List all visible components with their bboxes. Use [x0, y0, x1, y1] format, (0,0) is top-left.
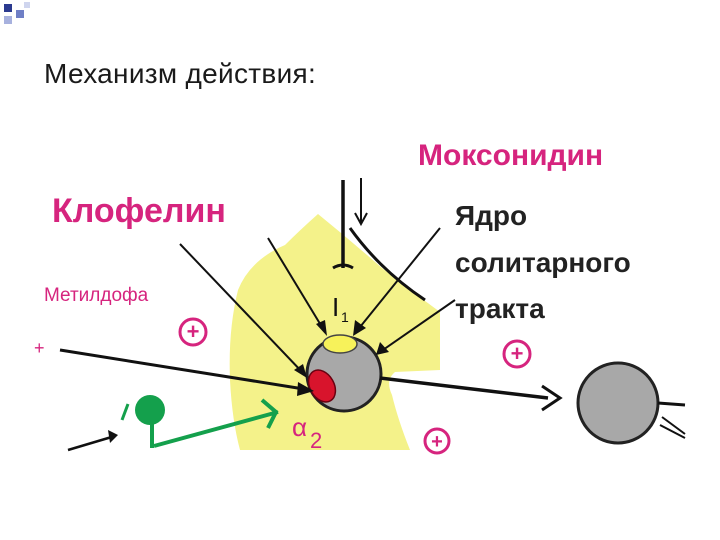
deco-square-4: [24, 2, 30, 8]
yellow-region: [229, 214, 440, 450]
region-boundary: [348, 227, 426, 302]
plus-sign-3-text: +: [431, 431, 443, 453]
right-arrow: [661, 416, 686, 435]
plus-sign-3: +: [423, 427, 451, 455]
deco-square-2: [16, 10, 24, 18]
label-i1: I: [332, 292, 339, 322]
corner-decoration: [4, 2, 30, 24]
slide-title: Механизм действия:: [44, 58, 317, 89]
nucleus-arrow-1-head: [353, 320, 366, 336]
deco-square-3: [4, 16, 12, 24]
green-terminal: [260, 398, 279, 429]
label-nucleus-line1: Ядро: [455, 200, 527, 231]
plus-sign-1-text: +: [187, 319, 200, 344]
i1-receptor: [322, 334, 358, 354]
label-nucleus-line2: солитарного: [455, 247, 631, 278]
methyldopa-arrow-head: [297, 382, 314, 396]
target-neuron: [576, 361, 660, 445]
deco-square-1: [4, 4, 12, 12]
plus-sign-2: +: [502, 339, 532, 369]
label-alpha2-sub: 2: [310, 428, 322, 453]
efferent-terminal: [541, 384, 563, 412]
lower-left-arrow-head: [108, 430, 118, 443]
nucleus-arrow-1: [355, 227, 441, 333]
plus-sign-2-text: +: [511, 341, 524, 366]
label-nucleus-line3: тракта: [455, 293, 545, 324]
efferent-axon: [379, 376, 549, 400]
green-neuron: [135, 395, 165, 425]
label-methyldopa: Метилдофа: [44, 285, 149, 306]
label-i1-sub: 1: [341, 309, 349, 325]
nucleus-arrow-2: [379, 299, 456, 353]
methyldopa-arrow: [59, 348, 311, 392]
label-edge-plus: +: [34, 338, 45, 358]
clonidine-arrow-2: [179, 243, 305, 375]
target-input-line: [659, 424, 686, 439]
clonidine-arrow-2-head: [294, 364, 307, 378]
label-clonidine: Клофелин: [52, 192, 226, 230]
nucleus-arrow-2-head: [376, 342, 389, 355]
clonidine-arrow-1-head: [316, 320, 327, 336]
green-axon: [153, 410, 279, 448]
target-axon: [657, 401, 686, 407]
lower-left-arrow: [67, 434, 116, 452]
i1-receptor-fork: [332, 263, 354, 270]
label-moxonidine: Моксонидин: [418, 139, 603, 172]
alpha2-receptor: [307, 369, 337, 403]
down-arrow-head: [354, 212, 368, 227]
green-short: [120, 403, 130, 421]
plus-sign-1: +: [178, 317, 208, 347]
clonidine-arrow-1: [267, 237, 326, 333]
label-alpha2: α: [292, 412, 307, 442]
